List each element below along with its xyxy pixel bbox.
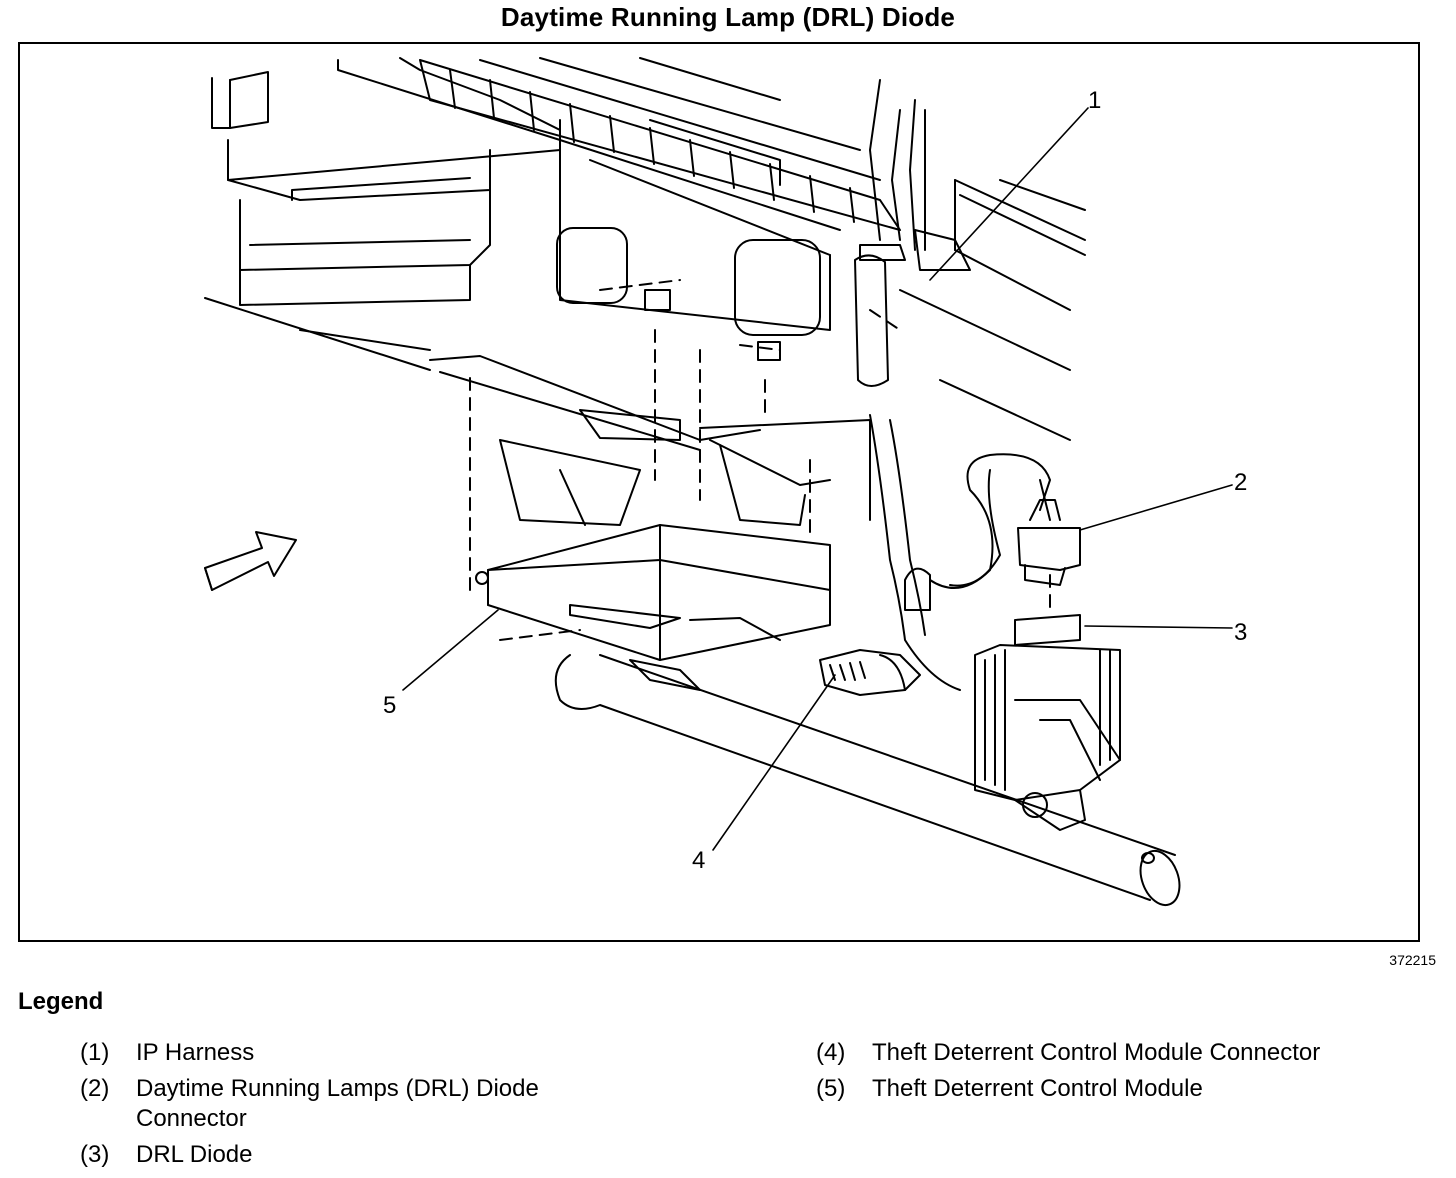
ip-harness bbox=[854, 79, 1086, 441]
callout-4: 4 bbox=[692, 847, 705, 874]
harness-bundle-top bbox=[419, 57, 901, 231]
drl-diode-connector bbox=[1017, 499, 1081, 586]
drl-diode bbox=[974, 614, 1121, 831]
drl-diode-wire-loop bbox=[869, 414, 1051, 691]
legend-item: (1) IP Harness bbox=[80, 1038, 700, 1068]
window-cutout-right bbox=[734, 239, 821, 336]
callout-1: 1 bbox=[1088, 87, 1101, 114]
leader-lines bbox=[402, 107, 1233, 851]
callout-3: 3 bbox=[1234, 619, 1247, 646]
legend-number: (3) bbox=[80, 1141, 110, 1168]
theft-deterrent-control-module bbox=[475, 524, 831, 661]
figure-id: 372215 bbox=[1389, 952, 1436, 968]
mounting-bracket bbox=[429, 355, 871, 526]
window-cutout-left bbox=[556, 227, 628, 304]
callout-5: 5 bbox=[383, 692, 396, 719]
assembly-guide-lines bbox=[469, 279, 1051, 641]
callout-2: 2 bbox=[1234, 469, 1247, 496]
exploded-view-illustration: 1 2 3 4 5 bbox=[204, 57, 1247, 907]
diagram-frame bbox=[18, 42, 1420, 942]
legend-label: DRL Diode bbox=[136, 1141, 253, 1168]
legend-number: (5) bbox=[816, 1075, 846, 1102]
legend-label: Theft Deterrent Control Module Connector bbox=[872, 1039, 1321, 1066]
legend-label: Daytime Running Lamps (DRL) Diode Connec… bbox=[136, 1075, 539, 1132]
legend-number: (2) bbox=[80, 1075, 110, 1102]
legend-column-left: (1) IP Harness (2) Daytime Running Lamps… bbox=[80, 1038, 700, 1176]
legend-column-right: (4) Theft Deterrent Control Module Conne… bbox=[816, 1038, 1436, 1110]
support-tube bbox=[554, 654, 1181, 907]
dash-bracket bbox=[211, 57, 841, 331]
legend-item: (4) Theft Deterrent Control Module Conne… bbox=[816, 1038, 1436, 1068]
legend-heading: Legend bbox=[18, 988, 104, 1015]
legend-number: (1) bbox=[80, 1039, 110, 1066]
legend-item: (5) Theft Deterrent Control Module bbox=[816, 1074, 1436, 1104]
legend-item: (2) Daytime Running Lamps (DRL) Diode Co… bbox=[80, 1074, 700, 1134]
legend-label: IP Harness bbox=[136, 1039, 255, 1066]
legend-number: (4) bbox=[816, 1039, 846, 1066]
direction-arrow bbox=[204, 531, 297, 591]
module-connector bbox=[819, 649, 921, 696]
legend-label: Theft Deterrent Control Module bbox=[872, 1075, 1203, 1102]
legend-item: (3) DRL Diode bbox=[80, 1140, 700, 1170]
diagram-title: Daytime Running Lamp (DRL) Diode bbox=[500, 2, 956, 32]
